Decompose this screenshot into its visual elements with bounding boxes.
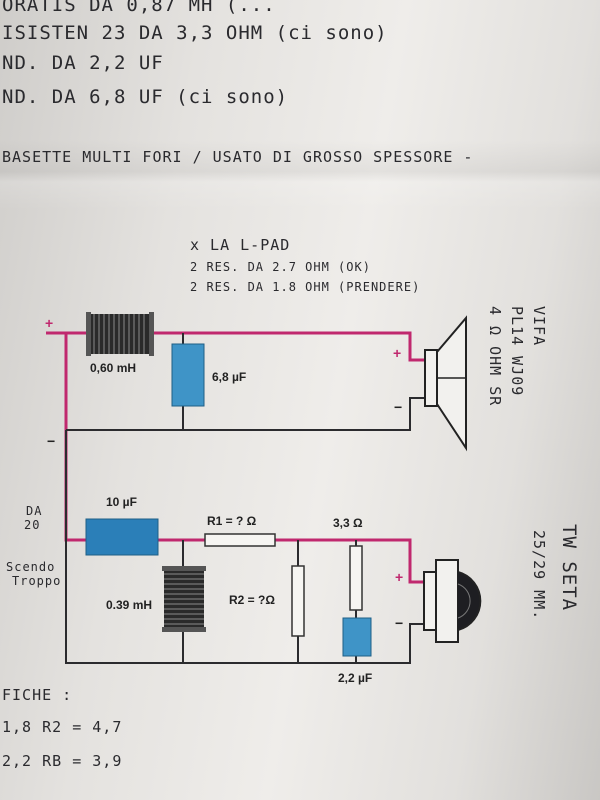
inductor-bottom-label: 0.39 mH [106,598,152,612]
tweeter-minus-sign: − [395,615,403,631]
resistor-r2-icon [291,565,305,637]
capacitor-10uf-icon [85,518,159,556]
side-note-troppo: Troppo [12,574,62,588]
woofer-plus-sign: + [393,345,401,361]
woofer-speaker-icon [424,315,467,452]
note-line-4: ND. DA 6,8 UF (ci sono) [2,86,289,108]
note-line-2: ISISTEN 23 DA 3,3 OHM (ci sono) [2,22,388,44]
resistor-r1-label: R1 = ? Ω [207,514,257,528]
resistor-3-3-ohm-icon [349,545,363,611]
side-note-da: DA [26,504,43,518]
lpad-line-2: 2 RES. DA 1.8 OHM (PRENDERE) [190,280,421,294]
resistor-r2-label: R2 = ?Ω [229,593,275,607]
tweeter-speaker-icon [423,559,482,643]
capacitor-bottom-label: 2,2 µF [338,671,372,685]
woofer-minus-sign: − [394,399,402,415]
input-minus-sign: − [47,433,55,449]
inductor-top-label: 0,60 mH [90,361,136,375]
inductor-bottom-icon [162,566,206,632]
tweeter-plus-sign: + [395,569,403,585]
note-line-5: BASETTE MULTI FORI / USATO DI GROSSO SPE… [2,148,474,166]
capacitor-tweeter-label: 10 µF [106,495,137,509]
lpad-line-1: 2 RES. DA 2.7 OHM (OK) [190,260,371,274]
bottom-note-1: FICHE : [2,686,73,704]
input-plus-sign: + [45,315,53,331]
negative-wiring [65,333,425,664]
bottom-note-3: 2,2 RB = 3,9 [2,752,123,770]
capacitor-6-8uf-icon [171,343,205,407]
note-line-1: ORATIS DA 0,87 MH (... [2,0,276,16]
note-line-3: ND. DA 2,2 UF [2,52,164,74]
capacitor-2-2uf-icon [342,617,372,657]
resistor-3-3-label: 3,3 Ω [333,516,363,530]
bottom-note-2: 1,8 R2 = 4,7 [2,718,123,736]
resistor-r1-icon [204,533,276,547]
side-note-20: 20 [24,518,41,532]
lpad-title: x LA L-PAD [190,236,291,254]
inductor-top-icon [86,312,154,356]
side-note-scendo: Scendo [6,560,56,574]
capacitor-top-label: 6,8 µF [212,370,246,384]
